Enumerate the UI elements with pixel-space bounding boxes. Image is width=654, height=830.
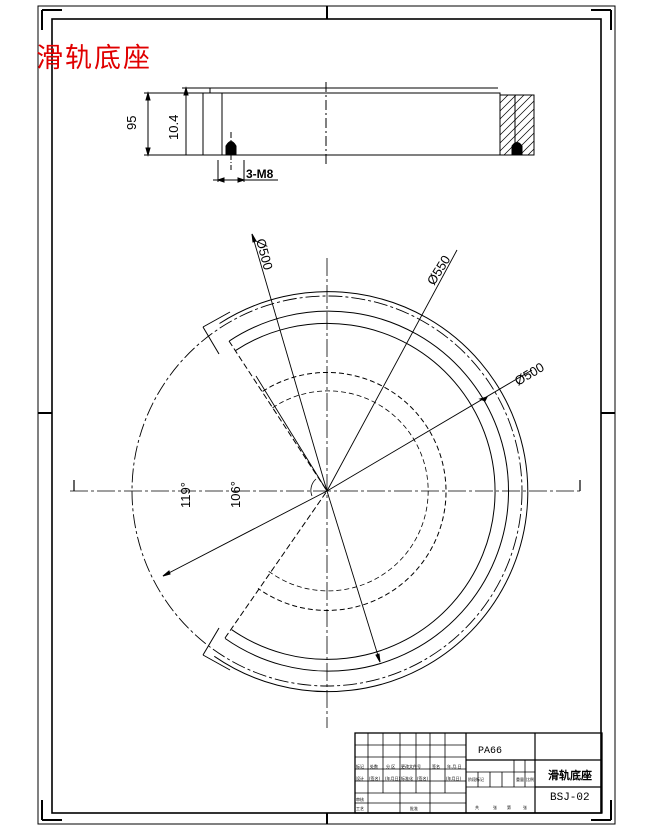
tb-label: 批准 [410,806,418,811]
drawing-number: BSJ-02 [550,792,590,804]
tb-label: (签名) [417,776,429,781]
tb-label: 比例 [526,777,534,782]
plan-view [70,233,583,728]
tb-label: 分 区 [386,764,396,769]
material-label: PA66 [478,746,503,757]
tb-label: 重量 [516,777,524,782]
tb-label: (年月日) [446,776,462,781]
tb-label: 第 [507,805,511,810]
part-name: 滑轨底座 [548,769,592,782]
drawing-title: 滑轨底座 [36,43,152,74]
dim-10-4: 10.4 [166,115,181,140]
tb-label: 阶段标记 [468,777,484,782]
centering-marks [38,6,615,824]
tb-label: 标准化 [401,776,413,781]
dim-95: 95 [124,116,139,130]
tb-label: 张 [493,805,497,810]
tb-label: 标记 [356,764,364,769]
corner-marks [41,9,612,821]
dim-dia-500-right: Ø500 [512,359,547,388]
tb-label: 审核 [356,797,364,802]
tb-label: (年月日) [385,776,401,781]
title-block [354,732,603,814]
tb-label: 工艺 [356,806,364,811]
tb-label: 更改文件号 [401,764,421,769]
side-view [144,82,535,183]
tb-label: 设计 [356,776,364,781]
tb-label: 张 [523,805,527,810]
tb-label: 处数 [370,764,378,769]
tb-label: (签名) [369,776,381,781]
dim-angle-106: 106° [228,481,243,508]
dim-dia-500-left: Ø500 [253,237,276,272]
tb-label: 签名 [432,764,440,769]
dim-angle-119: 119° [178,482,193,508]
tb-label: 共 [475,805,479,810]
tb-label: 年.月.日 [447,764,462,769]
dim-dia-550: Ø550 [424,253,454,288]
dim-3-m8: 3-M8 [246,167,274,181]
